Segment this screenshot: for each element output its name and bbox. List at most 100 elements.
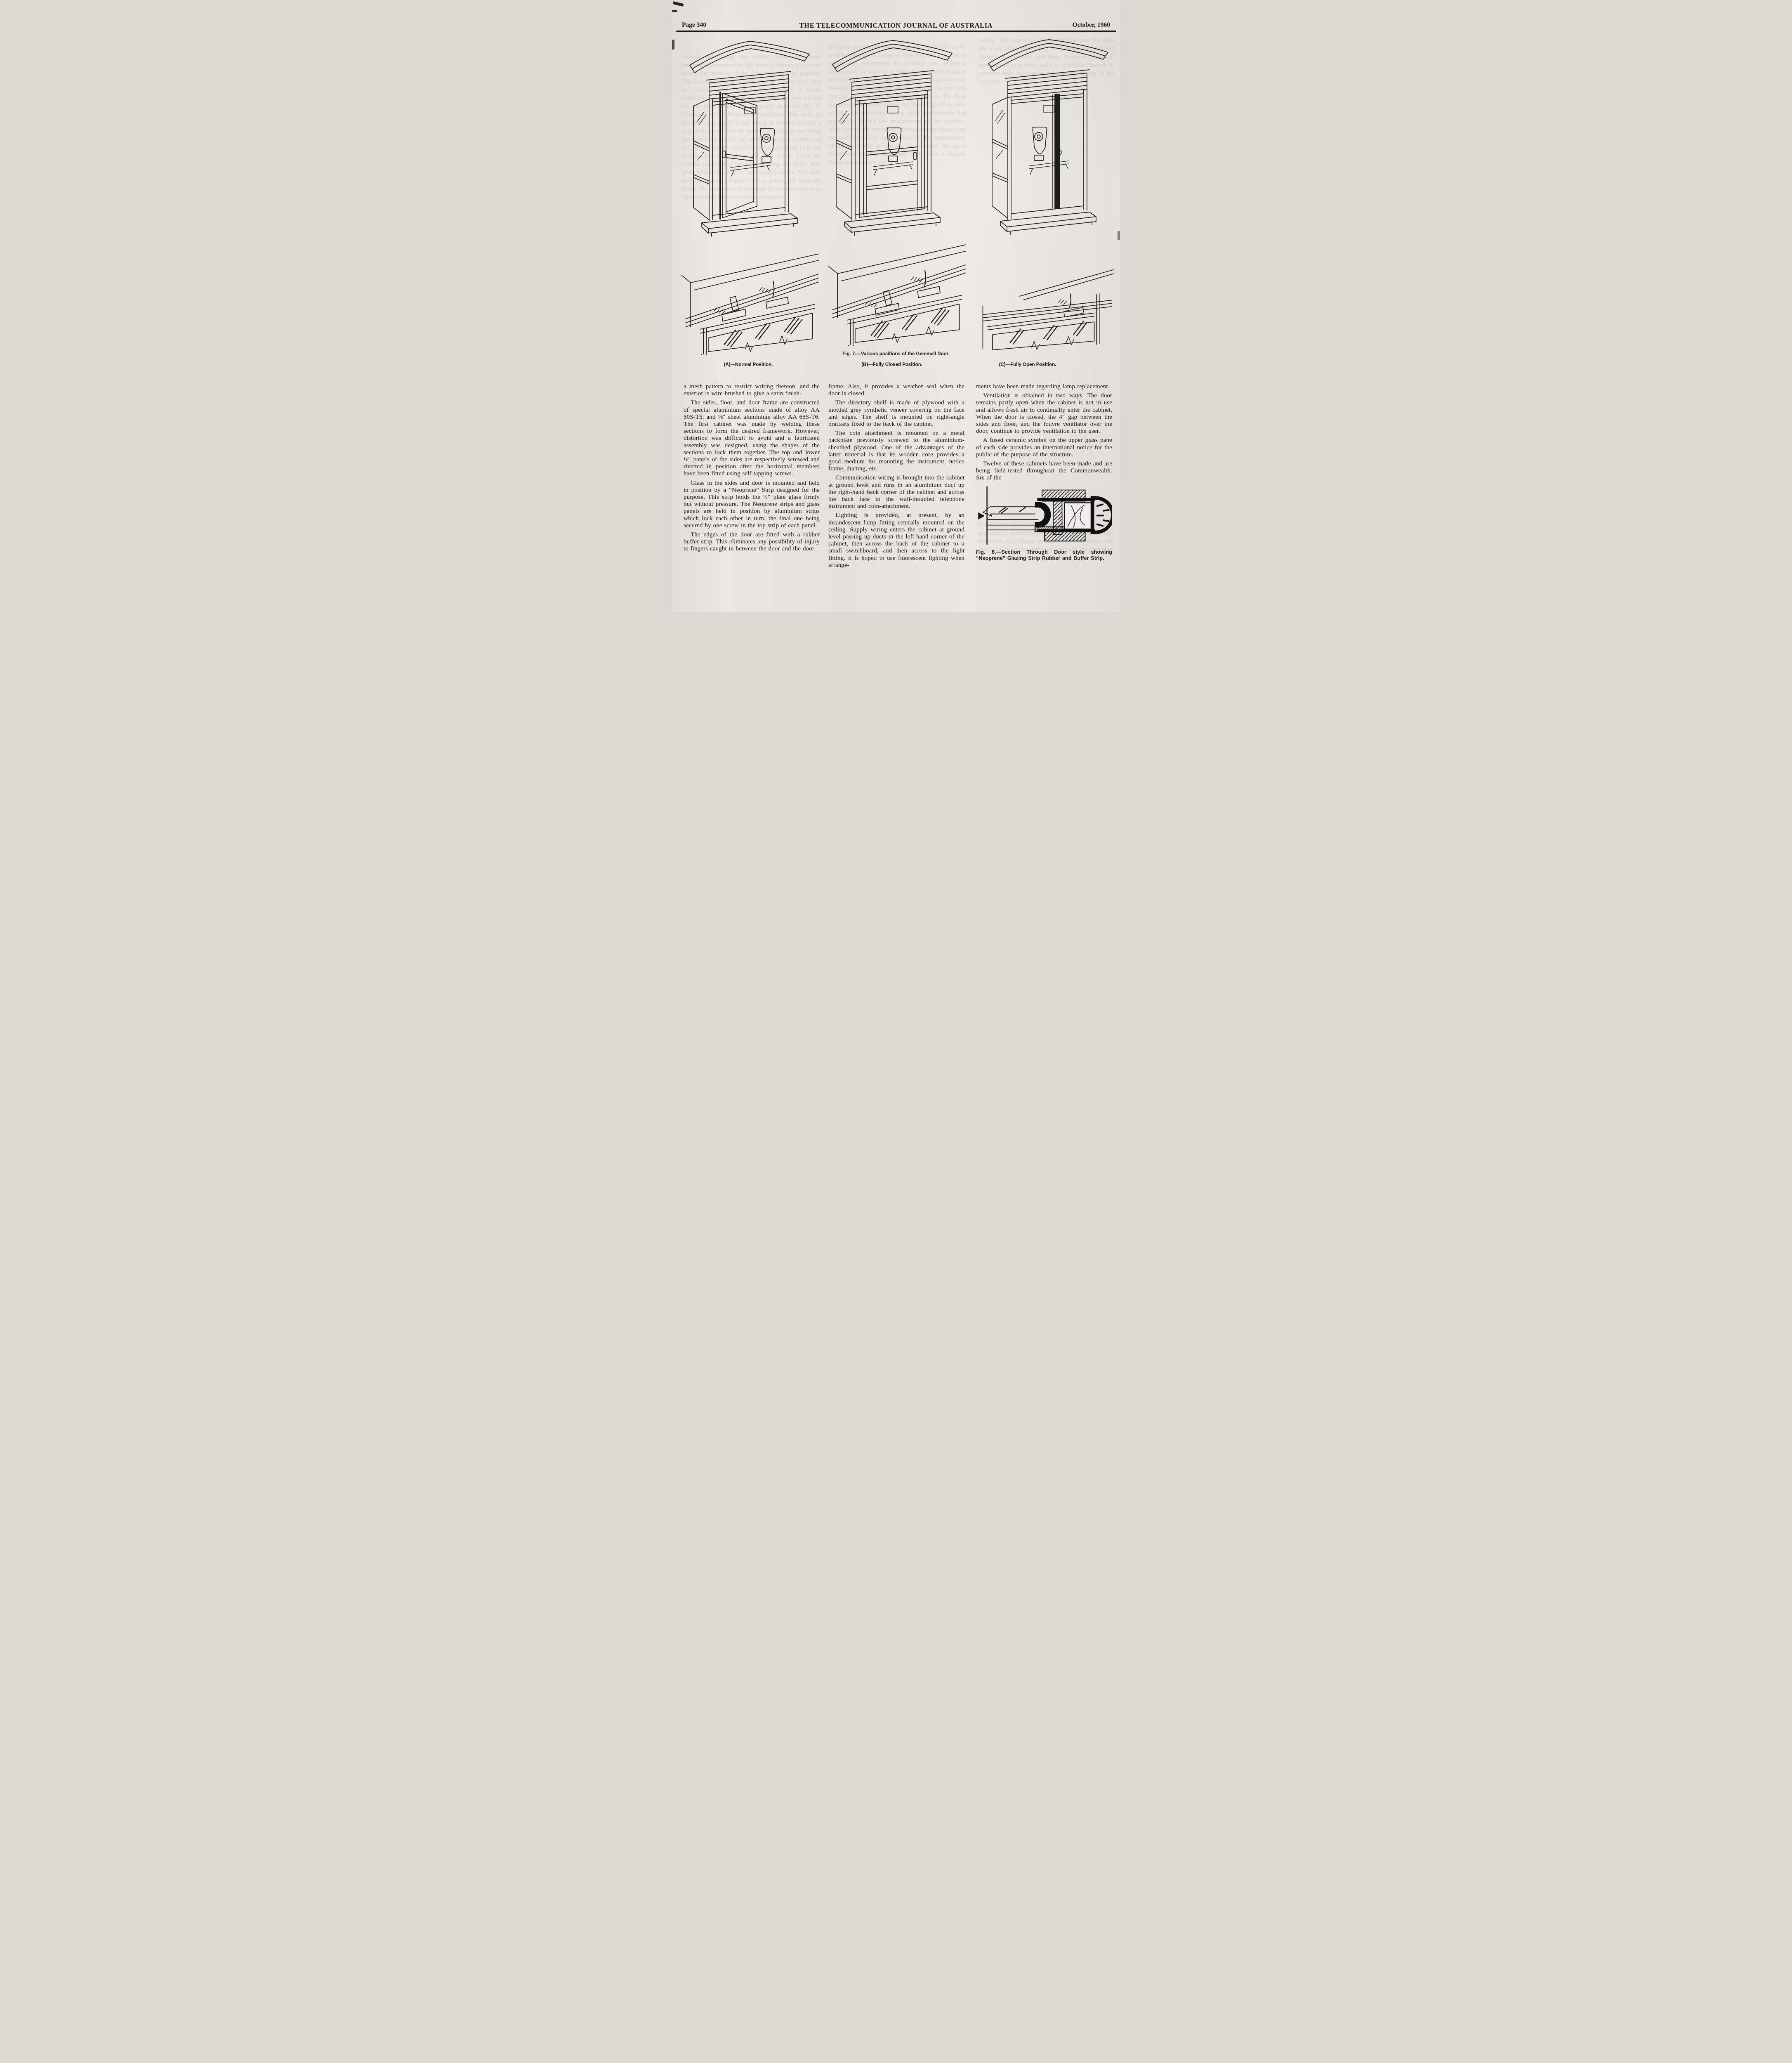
cabinet-frame [693, 90, 789, 222]
door-style-section-illustration [978, 486, 1112, 545]
telephone-cabinet-illustration [988, 39, 1108, 235]
paragraph: a mesh pattern to restrict writing there… [684, 383, 820, 397]
paragraph: Ventilation is obtained in two ways. The… [976, 392, 1112, 435]
neoprene-glazing-strip [1035, 502, 1051, 528]
directory-shelf [730, 162, 771, 177]
spring-coil [865, 301, 877, 308]
telephone-icon [887, 127, 902, 162]
door-top-rail [846, 295, 962, 325]
issue-date: October, 1960 [1072, 21, 1110, 28]
cabinet-corner [1096, 293, 1100, 345]
cabinet-frame [992, 89, 1087, 220]
bleedthrough-text: (v) Easy accessories being cleaned. (vi)… [828, 44, 966, 166]
column-middle: frame. Also, it provides a weather seal … [828, 383, 964, 571]
spring-coil [1058, 299, 1067, 304]
door-folded-open [1052, 94, 1062, 209]
wall-corner [828, 266, 838, 318]
paragraph: The sides, floor, and door frame are con… [684, 399, 820, 477]
pagoda-roof [832, 40, 953, 72]
glass-hatching [784, 316, 803, 335]
glass-panel [992, 321, 1095, 350]
scan-artifact [672, 10, 677, 12]
page-header: Page 340 THE TELECOMMUNICATION JOURNAL O… [682, 21, 1110, 31]
spring-coil [911, 276, 923, 283]
door-track [832, 264, 966, 318]
hanger-plate [722, 309, 747, 322]
glass-hatching [931, 307, 950, 326]
glass-hatching [755, 323, 771, 340]
louvre-ventilator [1005, 69, 1090, 98]
glass-hatching [1073, 320, 1088, 337]
hanger-plate [917, 286, 941, 298]
base-plinth [1000, 212, 1096, 235]
paragraph: Glass in the sides and door is mounted a… [684, 479, 820, 529]
paragraph: Twelve of these cabinets have been made … [976, 460, 1112, 482]
door-track-detail-closed [824, 234, 968, 346]
paragraph: Lighting is provided, at present, by an … [828, 512, 964, 569]
louvre-ventilator [706, 71, 791, 99]
paragraph: frame. Also, it provides a weather seal … [828, 383, 964, 397]
spring-coil [713, 307, 726, 314]
bleedthrough-text: without dismantling the cabinet, where t… [682, 54, 821, 201]
buffer-strip-marks [1096, 503, 1110, 527]
glass-hatching [870, 320, 889, 338]
roller-bracket [729, 296, 739, 312]
telephone-icon [760, 128, 775, 163]
header-rule [676, 31, 1116, 32]
directory-shelf [873, 161, 913, 176]
break-line [1031, 336, 1074, 350]
glass-hatching [998, 506, 1027, 514]
door-style-channel [1037, 498, 1095, 532]
pagoda-roof [988, 39, 1108, 71]
cabinet-frame [836, 90, 931, 221]
booth-drawing-fully-open [986, 27, 1110, 238]
telephone-cabinet-illustration [689, 41, 810, 237]
telephone-icon [1032, 127, 1047, 161]
paragraph: Communication wiring is brought into the… [828, 474, 964, 510]
paragraph: The directory shelf is made of plywood w… [828, 399, 964, 428]
louvre-ventilator [849, 70, 934, 99]
paragraph: The coin attachment is mounted on a meta… [828, 430, 964, 472]
base-plinth [701, 213, 798, 237]
door-top-rail [700, 304, 816, 334]
figure-7-caption: Fig. 7.—Various positions of the Gemmell… [842, 352, 950, 356]
door-track-detail-normal [677, 243, 821, 355]
lower-sheet [986, 519, 1041, 530]
page-number: Page 340 [682, 21, 706, 28]
door-track [685, 273, 819, 327]
figure-7-subcaption-b: (B)—Fully Closed Position. [861, 362, 922, 367]
door-stile [703, 328, 707, 355]
door-top-rail [987, 312, 1095, 330]
hanger-hook [923, 270, 927, 288]
glass-hatching [724, 329, 743, 347]
directory-shelf [1029, 161, 1069, 175]
paragraph: ments have been made regarding lamp repl… [976, 383, 1110, 390]
glass-pane [990, 506, 1035, 515]
door-track [982, 300, 1113, 321]
paragraph: A fused ceramic symbol on the upper glas… [976, 437, 1112, 458]
booth-drawing-normal-position [688, 29, 811, 239]
column-left: a mesh pattern to restrict writing there… [684, 383, 820, 555]
door-mechanism-illustration [828, 244, 966, 346]
hanger-plate [765, 297, 789, 309]
glass-panel [708, 313, 813, 352]
door-stile [850, 319, 854, 346]
sketch-shading [1067, 505, 1086, 528]
base-plinth [844, 212, 941, 236]
glass-panel [855, 304, 960, 343]
glass-hatching [1009, 328, 1024, 345]
hanger-plate [1063, 307, 1085, 318]
scan-artifact [1118, 231, 1120, 240]
roller-bracket [883, 290, 893, 306]
booth-drawing-fully-closed [830, 28, 954, 238]
glass-hatching [902, 314, 917, 331]
door-mechanism-illustration [681, 253, 819, 355]
door-closed [859, 94, 925, 218]
hanger-hook [772, 281, 775, 299]
door-mechanism-illustration [982, 269, 1114, 350]
journal-title: THE TELECOMMUNICATION JOURNAL OF AUSTRAL… [799, 21, 993, 29]
break-line [983, 506, 993, 517]
wall-corner [681, 275, 691, 327]
ceiling-line [1019, 269, 1114, 300]
column-right: ments have been made regarding lamp repl… [976, 383, 1112, 562]
